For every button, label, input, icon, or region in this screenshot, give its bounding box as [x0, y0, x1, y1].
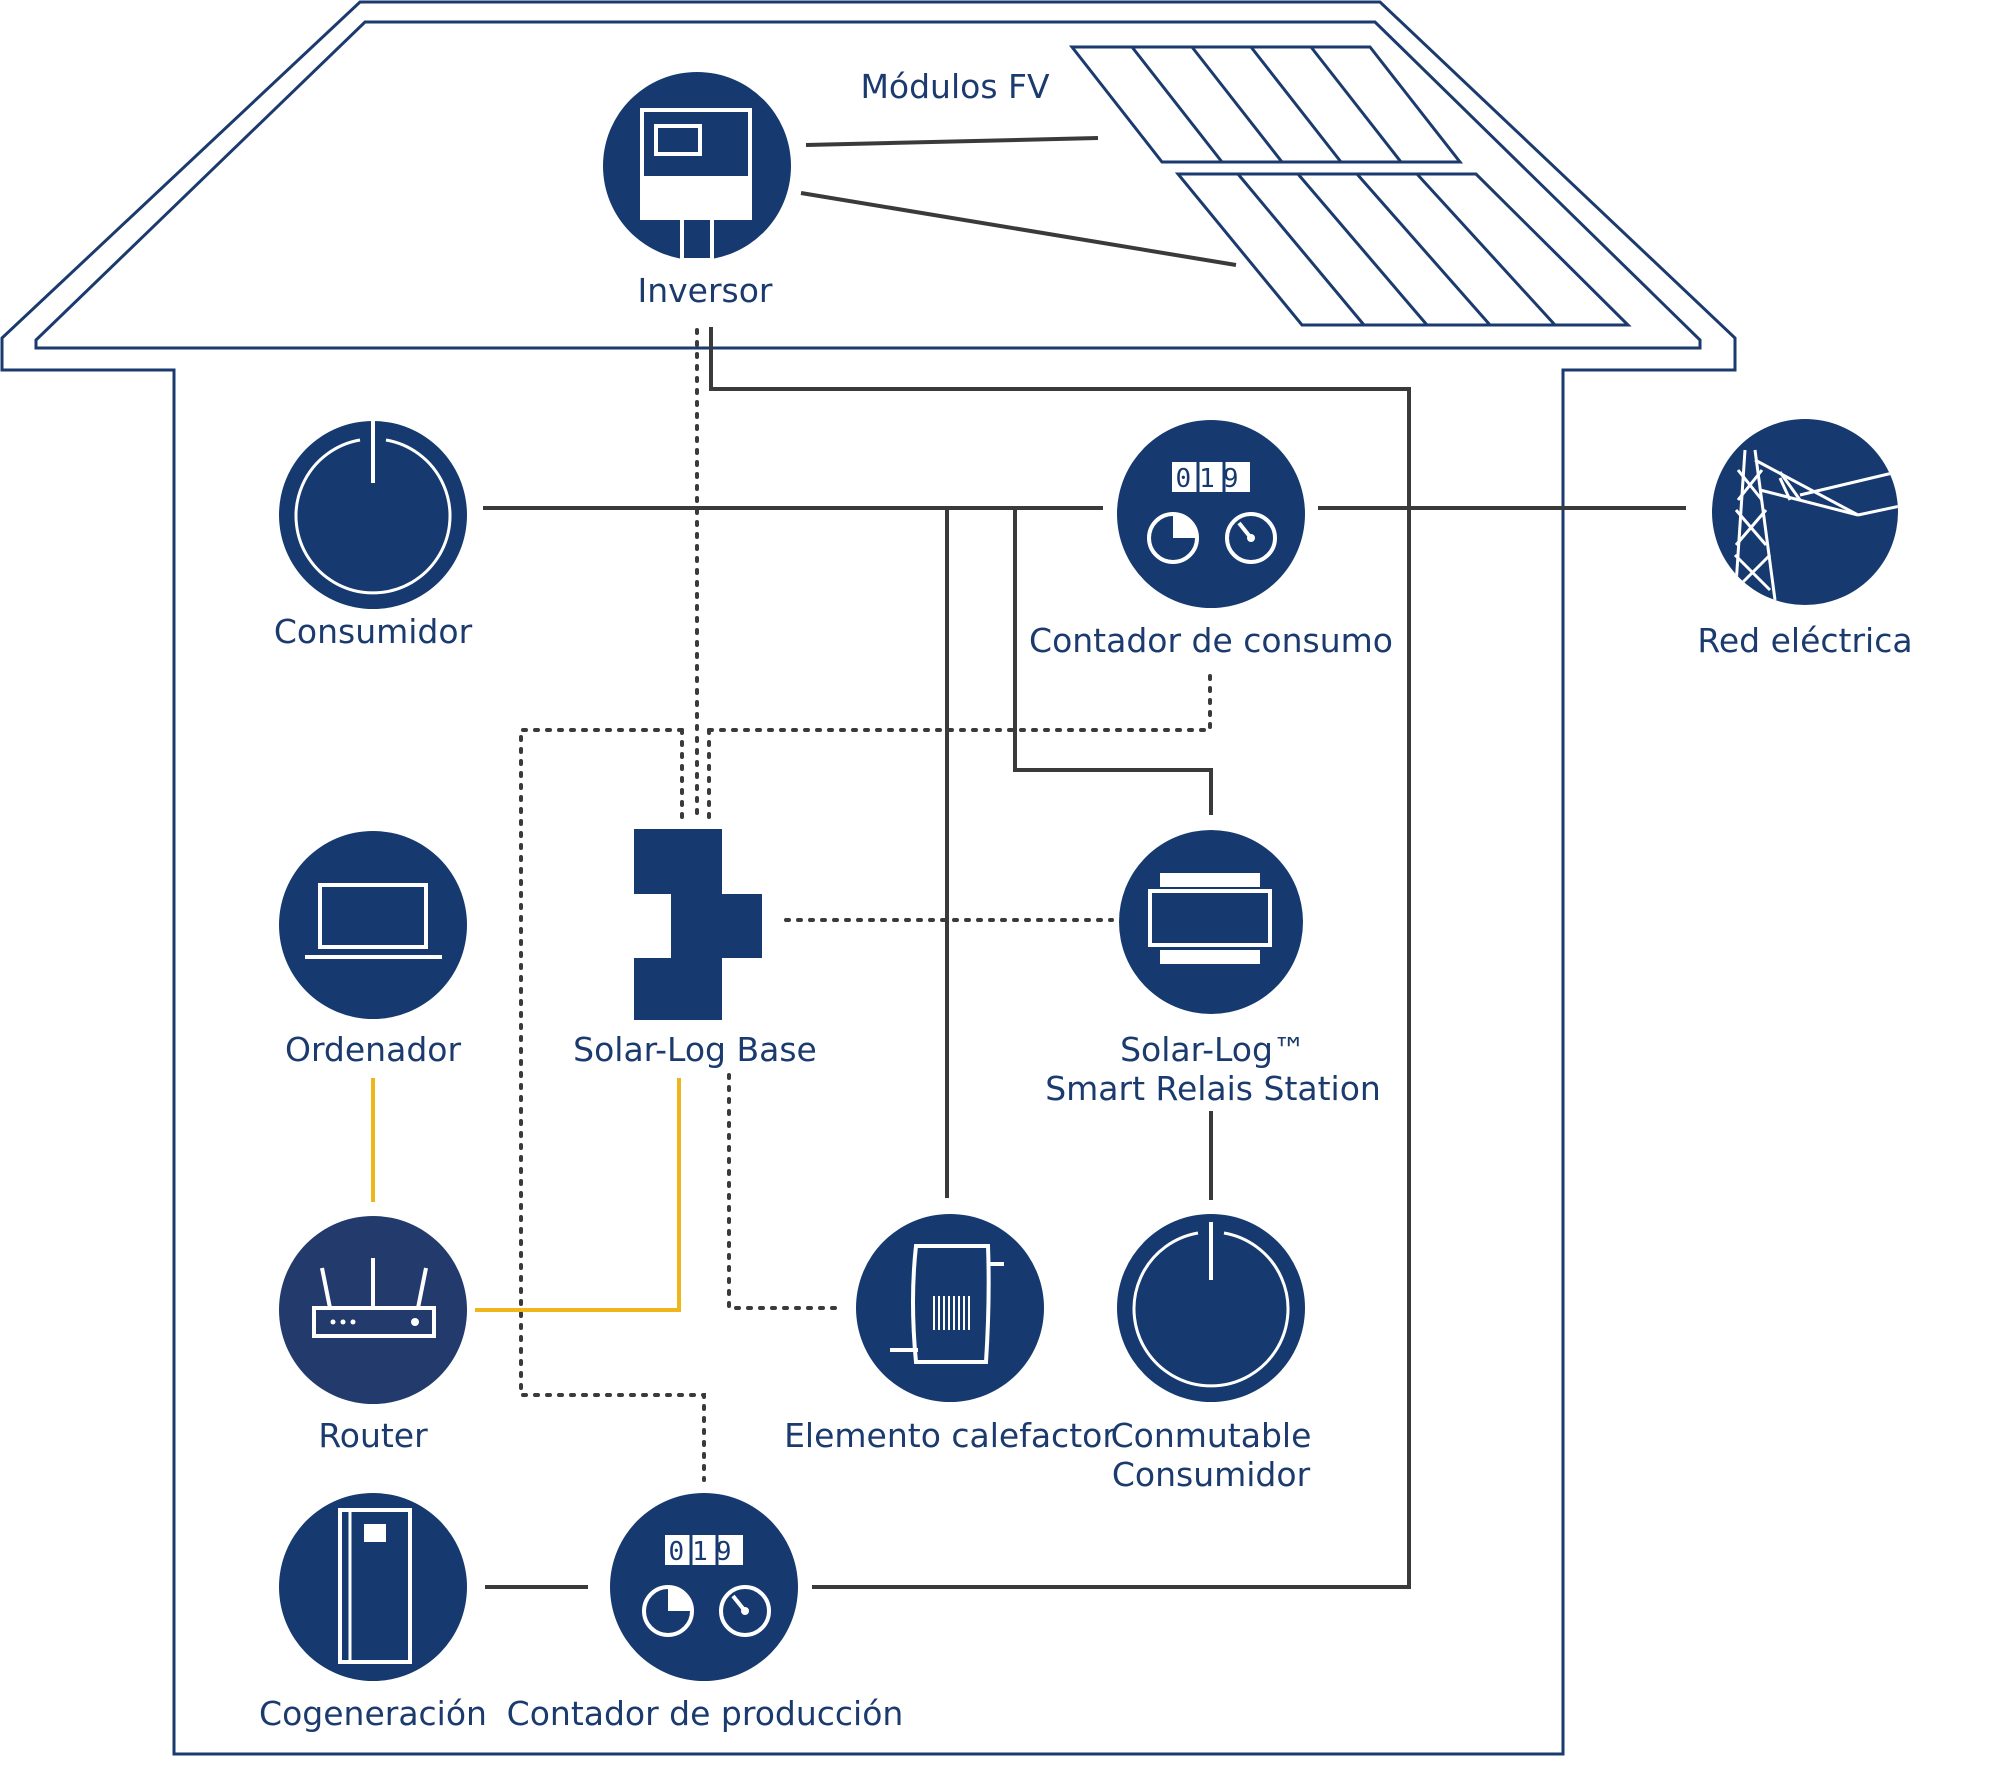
- cogeneration-label: Cogeneración: [259, 1694, 487, 1733]
- cogeneration-node: [279, 1493, 467, 1681]
- solarlog-base-label: Solar-Log Base: [573, 1030, 817, 1069]
- labels: Módulos FV Inversor Consumidor Contador …: [259, 67, 1913, 1733]
- production-meter-node: 019: [610, 1493, 798, 1681]
- consumption-meter-label: Contador de consumo: [1029, 621, 1393, 660]
- consumer-node: [279, 418, 467, 609]
- heating-element-node: [856, 1214, 1044, 1402]
- router-label: Router: [318, 1416, 428, 1455]
- router-node: [279, 1216, 467, 1404]
- inverter-label: Inversor: [638, 271, 773, 310]
- production-meter-digits: 019: [669, 1537, 740, 1567]
- switchable-consumer-node: [1117, 1214, 1305, 1402]
- relay-station-node: [1119, 830, 1303, 1014]
- consumption-meter-digits: 019: [1176, 464, 1247, 494]
- data-wiring: [519, 328, 1212, 1482]
- pv-module-top: [1068, 45, 1464, 164]
- pv-module-bottom: [1174, 172, 1632, 327]
- grid-node: [1712, 419, 1898, 605]
- house-outline: [0, 0, 1737, 1756]
- computer-node: [279, 831, 467, 1019]
- relay-station-label-line2: Smart Relais Station: [1045, 1069, 1381, 1108]
- pv-modules-label: Módulos FV: [860, 67, 1050, 106]
- heating-element-label: Elemento calefactor: [784, 1416, 1116, 1455]
- production-meter-label: Contador de producción: [507, 1694, 904, 1733]
- switchable-consumer-label-line2: Consumidor: [1112, 1455, 1311, 1494]
- solarlog-base-device: [634, 829, 762, 1020]
- consumer-label: Consumidor: [274, 612, 473, 651]
- consumption-meter-node: 019: [1117, 420, 1305, 608]
- switchable-consumer-label-line1: Conmutable: [1111, 1416, 1312, 1455]
- grid-label: Red eléctrica: [1697, 621, 1912, 660]
- power-wiring: [483, 136, 1686, 1589]
- inverter-node: [603, 72, 791, 262]
- computer-label: Ordenador: [285, 1030, 461, 1069]
- ethernet-wiring: [371, 1078, 681, 1312]
- relay-station-label-line1: Solar-Log™: [1120, 1030, 1306, 1069]
